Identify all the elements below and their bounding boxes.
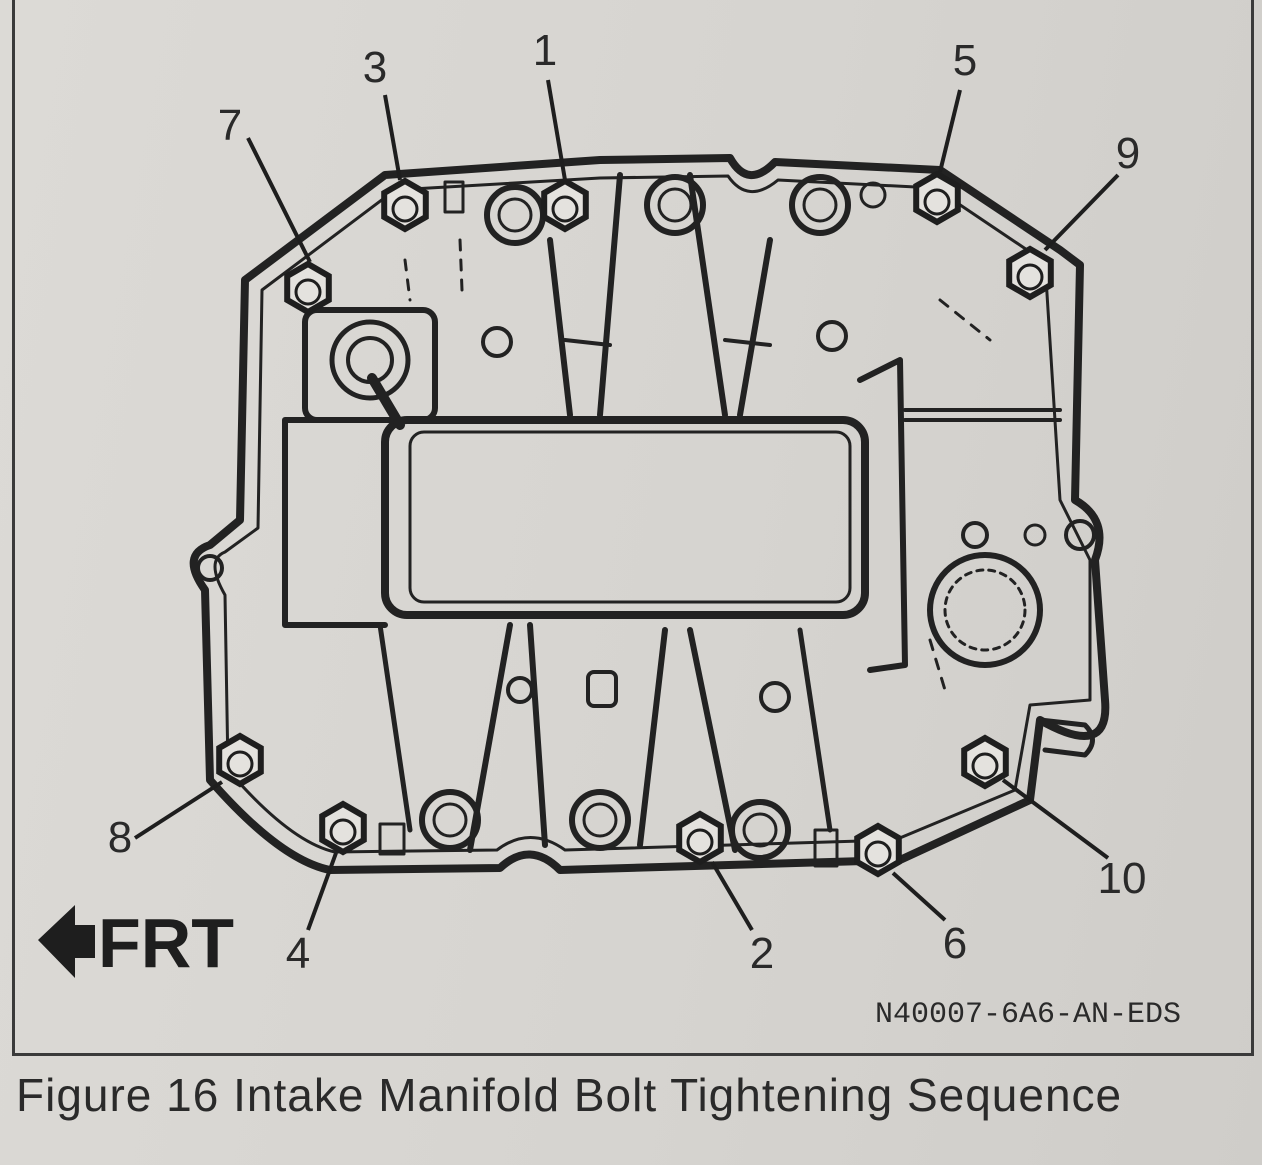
- figure-code: N40007-6A6-AN-EDS: [875, 998, 1181, 1032]
- bolt-2-label: 2: [750, 929, 774, 978]
- bolt-3-leader: [383, 94, 402, 181]
- plenum: [381, 416, 869, 619]
- front-direction-label: FRT: [98, 904, 234, 982]
- bolt-3-washer: [391, 195, 419, 223]
- bolt-10-leader: [1001, 778, 1110, 860]
- bolt-5-washer: [923, 188, 951, 216]
- bolt-4-leader: [306, 852, 338, 931]
- bolt-8-leader: [133, 780, 224, 840]
- water-outlet: [927, 552, 1043, 668]
- lower-runner-2: [637, 627, 738, 853]
- bolt-7-washer: [294, 278, 322, 306]
- upper-runner-2: [687, 172, 773, 418]
- bolt-1-washer: [551, 195, 579, 223]
- bolt-2-washer: [686, 828, 714, 856]
- bolt-7-label: 7: [218, 101, 242, 150]
- upper-runner-1: [547, 172, 623, 418]
- bolt-9-washer: [1016, 263, 1044, 291]
- bolt-10-washer: [971, 752, 999, 780]
- manifold-inner-outline: [213, 174, 1092, 854]
- bolt-6-washer: [864, 840, 892, 868]
- bolt-8-washer: [226, 750, 254, 778]
- bolt-4-washer: [329, 818, 357, 846]
- bolt-7-leader: [246, 137, 312, 263]
- bolt-8-label: 8: [108, 813, 132, 862]
- figure-frame: [12, 0, 1254, 1056]
- bolt-2-leader: [710, 860, 754, 932]
- throttle-housing: [302, 307, 438, 423]
- bolt-1-leader: [546, 79, 567, 181]
- bolt-9-leader: [1043, 173, 1120, 252]
- manifold-outline: [189, 154, 1110, 874]
- bolt-5-label: 5: [953, 36, 977, 85]
- manifold-diagram: 1 2 3 4 5 6 7 8 9 10 FRT N40007-6A6-AN-EDS: [38, 26, 1181, 1032]
- bolt-3-label: 3: [363, 43, 387, 92]
- bolt-10-label: 10: [1098, 854, 1147, 903]
- bolt-9-label: 9: [1116, 129, 1140, 178]
- arrow-left-icon: [38, 905, 95, 978]
- lower-runner-1: [467, 622, 548, 853]
- bolt-6-leader: [891, 871, 947, 922]
- bolt-6-label: 6: [943, 919, 967, 968]
- bolt-1-label: 1: [533, 26, 557, 75]
- bolt-5-leader: [938, 89, 962, 173]
- bolt-4-label: 4: [286, 929, 310, 978]
- figure-caption: Figure 16 Intake Manifold Bolt Tightenin…: [16, 1069, 1123, 1121]
- plenum-inner: [408, 430, 852, 604]
